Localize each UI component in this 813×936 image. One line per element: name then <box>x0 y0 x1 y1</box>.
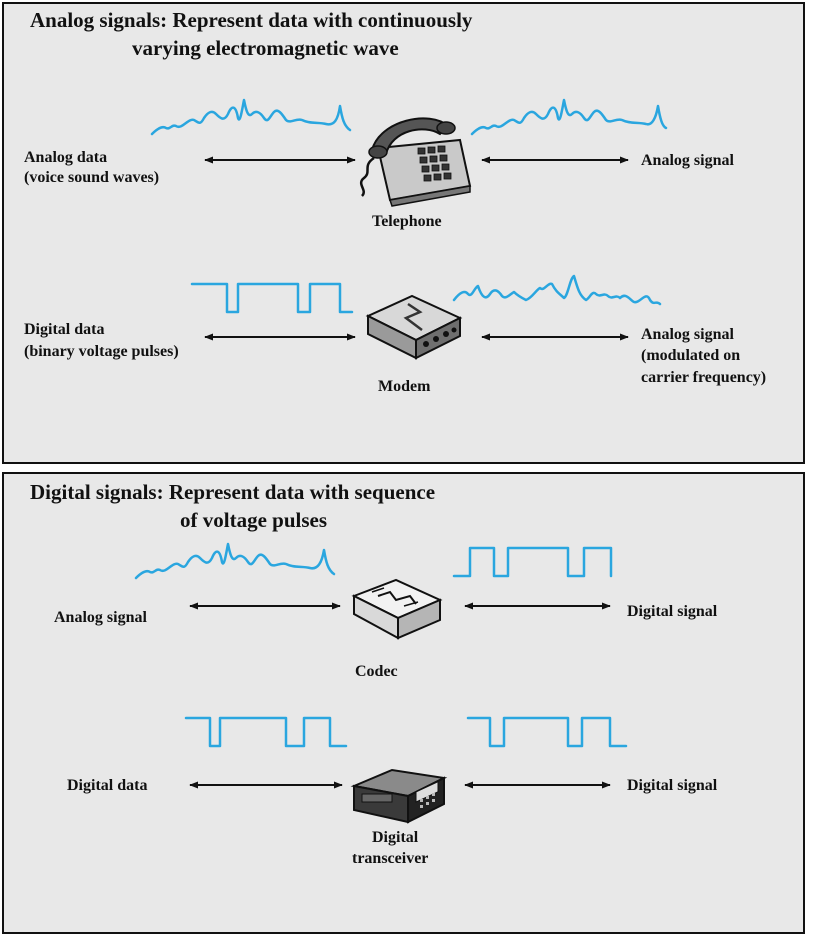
carrier-frequency-label: carrier frequency) <box>641 369 767 386</box>
analog-data-sublabel: (voice sound waves) <box>24 169 160 186</box>
digital-signal-label-1: Digital signal <box>627 603 718 620</box>
codec-icon <box>351 578 443 640</box>
telephone-icon <box>359 117 472 207</box>
digital-data-sublabel: (binary voltage pulses) <box>24 343 179 360</box>
analog-data-label: Analog data <box>24 149 108 166</box>
analog-wave-codec-in <box>134 542 336 580</box>
modulated-label: (modulated on <box>641 347 741 364</box>
digital-pulses-data-1 <box>190 282 354 314</box>
transceiver-label-line2: transceiver <box>352 850 429 867</box>
digital-pulses-data-2 <box>184 716 348 748</box>
modem-icon <box>365 294 463 360</box>
digital-signals-panel <box>2 472 805 934</box>
digital-title-line1: Digital signals: Represent data with seq… <box>30 480 436 504</box>
analog-signal-label-1: Analog signal <box>641 152 734 169</box>
codec-label: Codec <box>355 663 398 680</box>
analog-signal-label-2: Analog signal <box>641 326 734 343</box>
digital-pulses-signal-out <box>466 716 628 748</box>
analog-title-line2: varying electromagnetic wave <box>132 36 399 60</box>
modem-label: Modem <box>378 378 431 395</box>
transceiver-label-line1: Digital <box>372 829 419 846</box>
digital-signal-label-2: Digital signal <box>627 777 718 794</box>
analog-signals-panel <box>2 2 805 464</box>
analog-wave-voice <box>150 98 352 136</box>
digital-data-label-2: Digital data <box>67 777 148 794</box>
transceiver-icon <box>350 768 448 824</box>
analog-wave-signal-1 <box>470 98 668 136</box>
digital-pulses-codec-out <box>452 546 613 578</box>
telephone-label: Telephone <box>372 213 442 230</box>
analog-signal-label-3: Analog signal <box>54 609 147 626</box>
analog-wave-modulated <box>452 274 662 306</box>
analog-title-line1: Analog signals: Represent data with cont… <box>30 8 473 32</box>
digital-data-label-1: Digital data <box>24 321 105 338</box>
digital-title-line2: of voltage pulses <box>180 508 327 532</box>
